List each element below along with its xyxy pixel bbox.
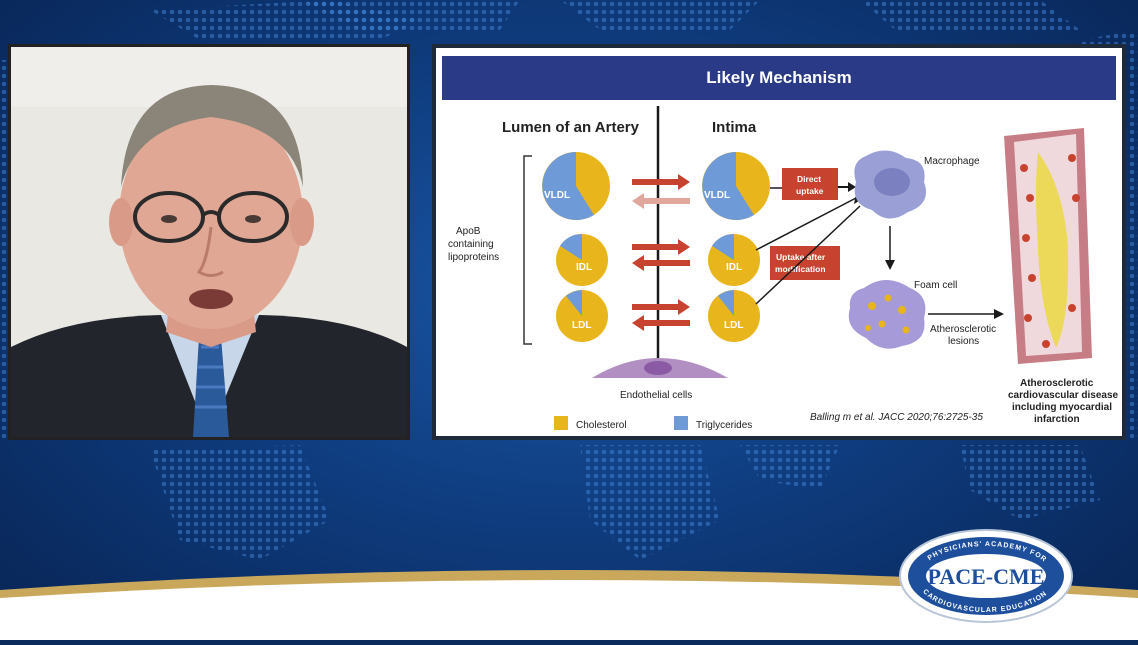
ldl-pie-lumen: LDL [556,290,608,342]
apob-label-2: containing [448,239,494,250]
svg-text:uptake: uptake [796,186,824,196]
slide-title: Likely Mechanism [442,56,1116,100]
outcome-line-3: including myocardial [1012,402,1112,413]
legend-triglycerides-swatch [674,416,688,430]
apob-bracket [523,155,532,345]
artery-cross-section-icon [1004,128,1092,364]
idl-pie-intima: IDL [708,233,760,286]
logo-name: PACE-CME [928,564,1045,589]
lesions-label-1: Atherosclerotic [930,324,996,335]
legend-cholesterol-swatch [554,416,568,430]
legend-triglycerides: Triglycerides [696,420,752,431]
svg-text:LDL: LDL [572,320,591,331]
svg-text:Direct: Direct [797,174,821,184]
vldl-pie-lumen: VLDL [542,152,610,220]
uptake-modification-box: Uptake after modification [770,246,840,280]
svg-text:LDL: LDL [724,320,743,331]
svg-text:Uptake after: Uptake after [776,252,826,262]
presentation-slide: Likely Mechanism Lumen of an Artery Inti… [432,44,1126,440]
pace-cme-logo: PHYSICIANS' ACADEMY FOR PACE-CME CARDIOV… [898,528,1074,624]
svg-text:IDL: IDL [576,262,592,273]
foam-cell-icon [848,280,926,349]
intima-label: Intima [712,119,757,136]
lesions-label-2: lesions [948,336,979,347]
lumen-label: Lumen of an Artery [502,119,640,136]
vldl-pie-intima: VLDL [702,152,770,220]
outcome-line-1: Atherosclerotic [1020,378,1094,389]
exchange-arrows [632,174,690,331]
svg-text:IDL: IDL [726,262,742,273]
presenter-image [11,47,407,437]
idl-pie-lumen: IDL [556,233,608,286]
foam-cell-label: Foam cell [914,280,957,291]
direct-uptake-box: Direct uptake [782,168,838,200]
outcome-line-4: infarction [1034,414,1080,425]
macrophage-label: Macrophage [924,156,980,167]
ldl-pie-intima: LDL [708,290,760,342]
presenter-video [8,44,410,440]
endothelial-label: Endothelial cells [620,390,692,401]
mechanism-diagram: Lumen of an Artery Intima ApoB containin… [448,106,1119,431]
apob-label-1: ApoB [456,226,481,237]
bottom-band [0,560,1138,640]
macrophage-cell-icon [854,150,926,219]
citation: Balling m et al. JACC 2020;76:2725-35 [810,412,983,423]
outcome-line-2: cardiovascular disease [1008,390,1119,401]
legend-cholesterol: Cholesterol [576,420,627,431]
apob-label-3: lipoproteins [448,252,499,263]
svg-text:VLDL: VLDL [704,190,730,201]
svg-text:VLDL: VLDL [544,190,570,201]
svg-text:modification: modification [775,264,826,274]
endothelial-cell-icon [592,358,728,378]
